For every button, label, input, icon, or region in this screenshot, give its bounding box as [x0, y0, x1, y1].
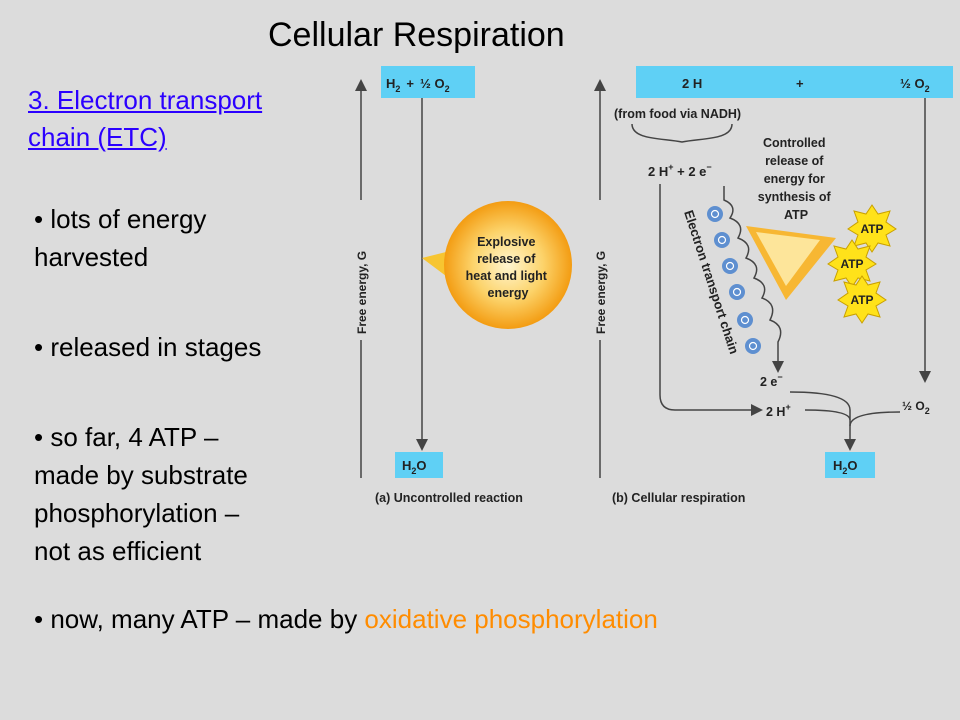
panel-a-half-o2: ½ O: [420, 76, 445, 91]
bullet-3-line2: made by substrate: [34, 460, 248, 490]
atp-star-icon: [847, 204, 897, 253]
svg-text:H2+½ O2: H2+½ O2: [386, 76, 450, 94]
bullet-1-line1: • lots of energy: [34, 204, 207, 234]
slide-title: Cellular Respiration: [268, 16, 565, 54]
panel-b-2e-low: 2 e−: [760, 372, 783, 389]
carrier-icon: [729, 284, 745, 300]
bullet-1-line2: harvested: [34, 242, 149, 272]
panel-b-axis-label: Free energy, G: [594, 251, 608, 334]
bullet-3-line4: not as efficient: [34, 536, 202, 566]
panel-b-electron-steps: [723, 186, 784, 373]
panel-b-top-box: [636, 66, 953, 98]
panel-b-etc-label: Electron transport chain: [681, 208, 742, 356]
bullet-so-far-4-atp: • so far, 4 ATP – made by substrate phos…: [34, 418, 324, 570]
panel-b-electron-merge: [789, 391, 851, 411]
panel-b-proton-merge: [804, 409, 851, 421]
carrier-icon: [707, 206, 723, 222]
svg-text:ATP: ATP: [840, 257, 863, 271]
panel-a-explosion-burst: [444, 201, 572, 329]
panel-a-axis-label: Free energy, G: [355, 251, 369, 334]
panel-b-oxygen-merge: [849, 411, 901, 427]
panel-b-h2o-box: [825, 452, 875, 478]
panel-b-cellular-respiration: Free energy, G 2 H + ½ O2 (from food via…: [590, 66, 953, 505]
bullet-released-in-stages: • released in stages: [34, 332, 262, 362]
panel-a-burst-text: Explosive release of heat and light ener…: [466, 235, 551, 300]
panel-a-burst-spike: [422, 252, 446, 276]
panel-b-carrier-icons: [707, 206, 761, 354]
panel-a-caption: (a) Uncontrolled reaction: [375, 491, 523, 505]
carrier-icon: [745, 338, 761, 354]
bullet-3-line1: • so far, 4 ATP –: [34, 422, 219, 452]
panel-b-brace: [631, 123, 733, 143]
etc-heading-line2[interactable]: chain (ETC): [28, 122, 167, 152]
oxidative-phosphorylation-highlight: oxidative phosphorylation: [364, 604, 658, 634]
etc-heading-link[interactable]: 3. Electron transport chain (ETC): [28, 82, 328, 156]
bullet-energy-harvested: • lots of energy harvested: [34, 200, 294, 276]
panel-a-uncontrolled: Free energy, G H2+½ O2 Explosive release…: [350, 66, 572, 505]
panel-a-plus: +: [406, 76, 414, 91]
etc-heading-line1[interactable]: 3. Electron transport: [28, 85, 263, 115]
svg-text:ATP: ATP: [860, 222, 883, 236]
svg-text:ATP: ATP: [850, 293, 873, 307]
panel-b-2h-low: 2 H+: [766, 402, 791, 419]
carrier-icon: [714, 232, 730, 248]
panel-a-h2o: H2O: [402, 458, 427, 476]
atp-star-icon: [837, 275, 887, 324]
panel-a-h2: H: [386, 76, 395, 91]
bullet-4-prefix: • now, many ATP – made by: [34, 604, 365, 634]
carrier-icon: [722, 258, 738, 274]
panel-b-caption: (b) Cellular respiration: [612, 491, 745, 505]
panel-b-controlled-text: Controlled release of energy for synthes…: [758, 136, 834, 222]
panel-b-half-o2: ½ O2: [900, 76, 930, 94]
panel-b-split: 2 H+ + 2 e−: [648, 162, 712, 179]
panel-b-plus: +: [796, 76, 804, 91]
bullet-3-line3: phosphorylation –: [34, 498, 240, 528]
panel-b-half-o2-low: ½ O2: [902, 399, 930, 416]
panel-a-top-box: [381, 66, 475, 98]
panel-b-2h: 2 H: [682, 76, 702, 91]
panel-b-from-food: (from food via NADH): [614, 107, 741, 121]
bullet-many-atp: • now, many ATP – made by oxidative phos…: [34, 600, 934, 638]
panel-b-h2o: H2O: [833, 458, 858, 476]
panel-b-atp-stars: ATP ATP ATP: [827, 204, 897, 324]
carrier-icon: [737, 312, 753, 328]
panel-a-h2o-box: [395, 452, 443, 478]
panel-b-proton-path: [659, 184, 763, 416]
